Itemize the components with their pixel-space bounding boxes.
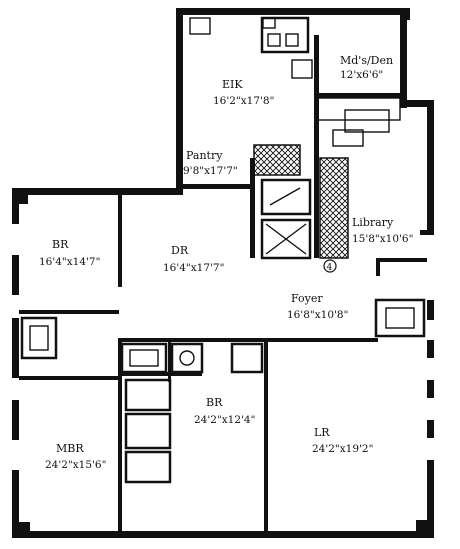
room-name: MBR	[56, 442, 84, 455]
room-dims: 24'2"x15'6"	[45, 459, 106, 471]
kitchen-fixtures	[189, 16, 401, 147]
room-dims: 16'2"x17'8"	[213, 95, 274, 107]
room-dims: 15'8"x10'6"	[352, 233, 413, 245]
elevator-shafts	[260, 178, 312, 260]
room-name: Library	[352, 216, 394, 229]
room-name: BR	[52, 238, 69, 251]
room-name: LR	[314, 426, 330, 439]
room-dims: 24'2"x12'4"	[194, 414, 255, 426]
room-dims: 16'8"x10'8"	[287, 309, 348, 321]
marker-number: 4	[327, 263, 333, 273]
room-dims: 9'8"x17'7"	[183, 165, 238, 177]
section-marker: 4	[323, 259, 337, 273]
room-name: Md's/Den	[340, 54, 393, 67]
room-dims: 16'4"x14'7"	[39, 256, 100, 268]
hatched-areas	[253, 144, 349, 259]
room-dims: 16'4"x17'7"	[163, 262, 224, 274]
room-name: DR	[171, 244, 189, 257]
room-dims: 24'2"x19'2"	[312, 443, 373, 455]
bath-fixtures	[20, 298, 426, 484]
interior-walls	[19, 35, 427, 538]
room-name: Foyer	[291, 292, 323, 305]
exterior-walls	[12, 8, 434, 538]
room-name: BR	[206, 396, 223, 409]
room-name: Pantry	[186, 149, 223, 162]
room-dims: 12'x6'6"	[340, 69, 383, 81]
room-name: EIK	[222, 78, 243, 91]
room-labels: EIK 16'2"x17'8" Md's/Den 12'x6'6" Pantry…	[39, 54, 413, 471]
